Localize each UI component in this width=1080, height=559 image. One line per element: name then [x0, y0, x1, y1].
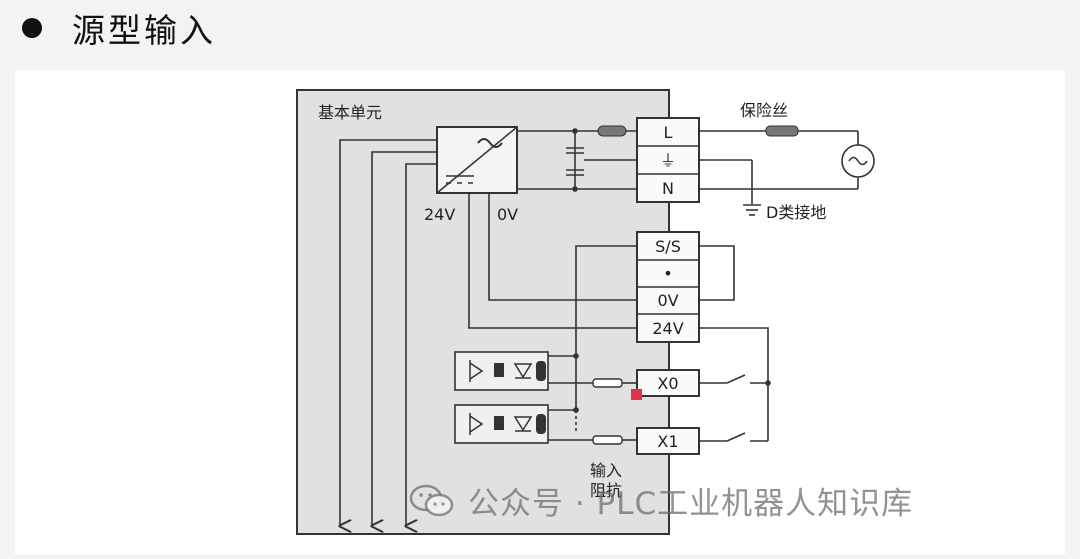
ground-symbol	[743, 204, 761, 216]
terminal-group-power	[636, 117, 700, 203]
psu-0v-label: 0V	[497, 205, 518, 224]
terminal-dot: •	[663, 264, 672, 283]
external-power-wiring	[699, 130, 859, 204]
page-title: 源型输入	[72, 11, 216, 50]
input-resistor-label-1: 输入	[590, 461, 622, 480]
input-resistor-label-2: 阻抗	[590, 481, 622, 500]
watermark: 公众号 · PLC工业机器人知识库	[408, 478, 913, 523]
psu-24v-label: 24V	[424, 205, 455, 224]
terminal-ss: S/S	[655, 237, 681, 256]
bullet-dot	[22, 18, 42, 38]
terminal-x0-label: X0	[657, 374, 678, 393]
common-wiring	[468, 193, 769, 441]
input-resistor-x0	[592, 378, 623, 388]
optocoupler-x0	[454, 351, 549, 391]
terminal-x1-label: X1	[657, 432, 678, 451]
input-resistor-x1	[592, 435, 623, 445]
ground-label: D类接地	[766, 203, 826, 222]
external-fuse	[765, 125, 799, 137]
wechat-icon	[409, 484, 454, 516]
terminal-n: N	[662, 179, 674, 198]
input-wiring	[548, 355, 768, 442]
title-row: 源型输入	[22, 4, 216, 52]
terminal-ground: ⏚	[660, 151, 676, 170]
marker-square	[631, 389, 642, 400]
terminal-0v: 0V	[657, 291, 678, 310]
internal-fuse	[597, 125, 627, 137]
watermark-text: 公众号 · PLC工业机器人知识库	[468, 486, 914, 522]
terminal-24v: 24V	[652, 319, 683, 338]
power-supply-block	[436, 126, 518, 194]
base-unit-label: 基本单元	[318, 103, 382, 122]
optocoupler-x1	[454, 404, 549, 444]
fuse-label: 保险丝	[740, 101, 788, 120]
distribution-lines	[340, 139, 437, 526]
terminal-l: L	[664, 123, 673, 142]
